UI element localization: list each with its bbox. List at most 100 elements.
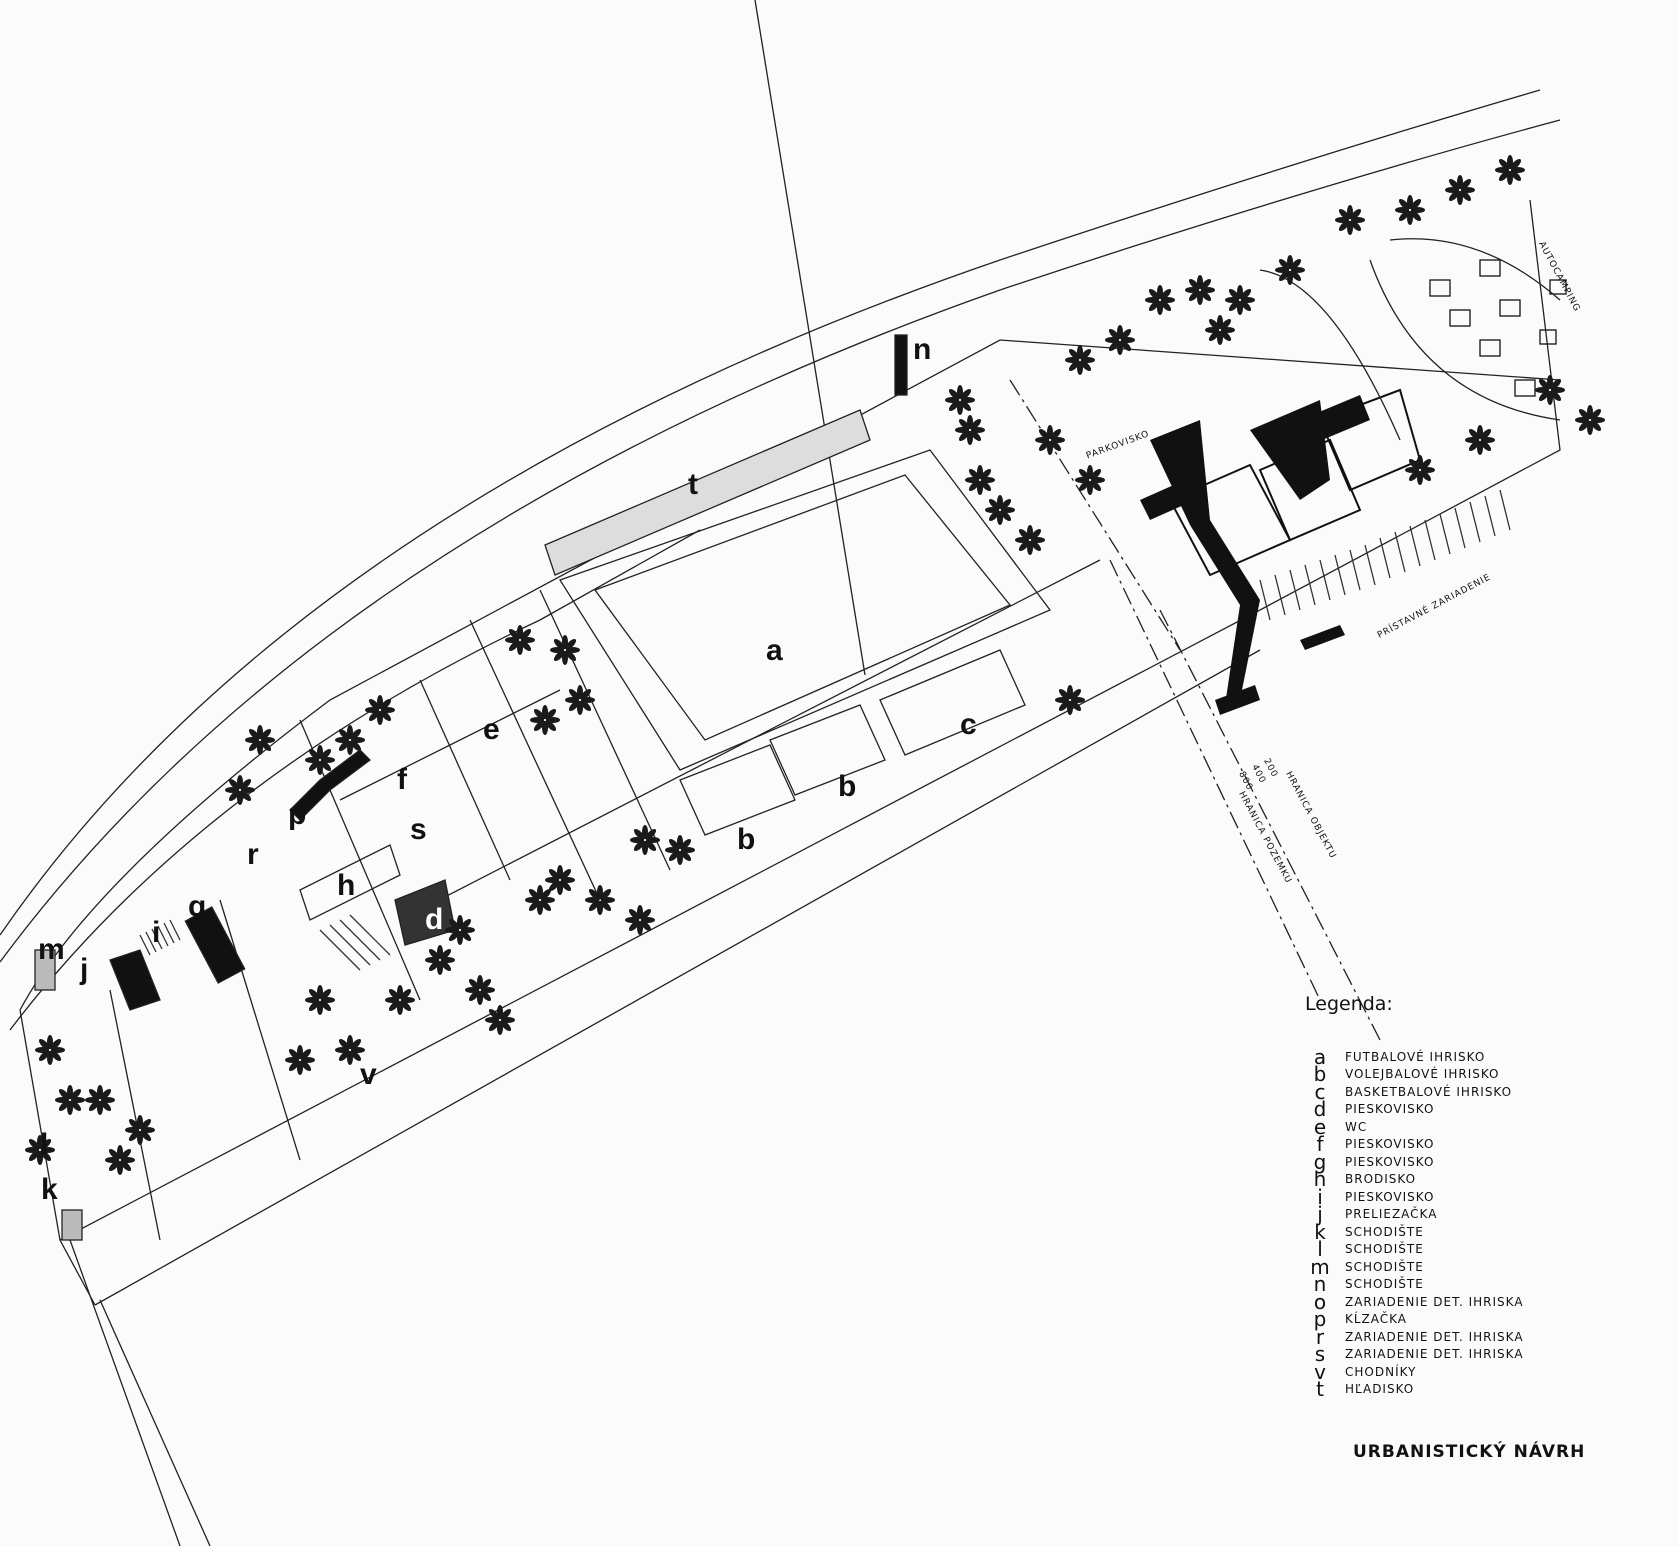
legend-key: d [1313,1097,1327,1122]
tree-icon [1145,285,1175,315]
tree-icon [485,1005,515,1035]
legend-text: SCHODIŠTE [1345,1259,1424,1274]
road-curve-inner2 [9,529,701,1031]
tree-icon [1275,255,1305,285]
tree-icon [125,1115,155,1145]
stairs-k [61,1209,83,1241]
legend-text: BRODISKO [1345,1172,1417,1187]
tree-icon [1405,455,1435,485]
tree-icon [385,985,415,1015]
plan-label-v: v [360,1058,377,1091]
grandstand-t [544,409,871,576]
plan-label-d: d [425,903,444,936]
tree-icon [945,385,975,415]
plan-label-j: j [80,953,89,986]
legend-item: g PIESKOVISKO [1307,1149,1524,1174]
street-left [69,1239,211,1546]
tree-icon [35,1035,65,1065]
tree-icon [1185,275,1215,305]
tree-icon [245,725,275,755]
site-lower-edge [59,609,1261,1241]
tree-icon [285,1045,315,1075]
legend-key: p [1313,1307,1327,1332]
tree-icon [505,625,535,655]
legend-title: Legenda: [1305,993,1393,1015]
stairs-n [894,334,908,396]
tree-icon [85,1085,115,1115]
structure-h [299,844,401,921]
legend-key: j [1317,1202,1323,1227]
tree-icon [445,915,475,945]
site-lower-edge2 [94,649,1261,1306]
tree-icon [1065,345,1095,375]
steps-hatching [139,914,391,971]
plan-label-b: b [737,823,756,856]
legend-text: SCHODIŠTE [1345,1277,1424,1292]
drawing-title: URBANISTICKÝ NÁVRH [1353,1442,1586,1462]
plan-label-s: s [410,813,427,846]
plan-label-i: i [152,916,161,949]
legend-text: WC [1345,1119,1368,1134]
plan-label-c: c [960,708,977,741]
tree-icon [585,885,615,915]
legend-text: HĽADISKO [1345,1382,1415,1397]
plan-label-l: l [40,1128,49,1161]
legend-key: n [1313,1272,1327,1297]
tree-icon [335,725,365,755]
legend-key: c [1314,1079,1326,1104]
plan-label-b: b [838,770,857,803]
legend-key: l [1317,1237,1323,1262]
structure-j [109,949,161,1011]
legend-text: PRELIEZAČKA [1345,1207,1438,1222]
legend-text: FUTBALOVÉ IHRISKO [1345,1049,1486,1064]
legend-item: m SCHODIŠTE [1307,1254,1524,1279]
tree-icon [1225,285,1255,315]
plan-label-n: n [913,333,932,366]
tree-icon [565,685,595,715]
tree-icon [1055,685,1085,715]
road-curve-outer [0,89,1541,936]
tree-icon [530,705,560,735]
legend-text: ZARIADENIE DET. IHRISKA [1345,1294,1524,1309]
plan-label-f: f [397,763,407,796]
tree-icon [665,835,695,865]
plan-label-p: p [288,798,307,831]
plan-label-t: t [688,468,698,501]
legend-key: t [1316,1377,1324,1402]
autocamping-cabins [1429,259,1567,397]
tree-icon [425,945,455,975]
tree-icon [630,825,660,855]
tree-icon [105,1145,135,1175]
tree-icon [1445,175,1475,205]
plan-label-g: g [188,890,207,923]
legend-text: PIESKOVISKO [1345,1102,1435,1117]
legend-text: SCHODIŠTE [1345,1224,1424,1239]
plan-label-a: a [766,634,783,667]
tree-icon [545,865,575,895]
legend-key: g [1313,1149,1327,1174]
legend-text: KĹZAČKA [1345,1312,1408,1327]
legend-key: b [1313,1062,1327,1087]
legend-key: m [1310,1254,1330,1279]
tree-icon [335,1035,365,1065]
tree-icon [1535,375,1565,405]
plan-label-e: e [483,713,500,746]
tree-icon [55,1085,85,1115]
legend-key: i [1317,1184,1323,1209]
road-curve-inner [0,119,1561,963]
legend-text: PIESKOVISKO [1345,1154,1435,1169]
legend-item: d PIESKOVISKO [1307,1097,1524,1122]
plan-label-h: h [337,869,356,902]
tree-icon [1105,325,1135,355]
stairs-m [34,949,56,991]
tree-icon [1465,425,1495,455]
tree-icon [1575,405,1605,435]
tree-icon [225,775,255,805]
tree-icon [625,905,655,935]
